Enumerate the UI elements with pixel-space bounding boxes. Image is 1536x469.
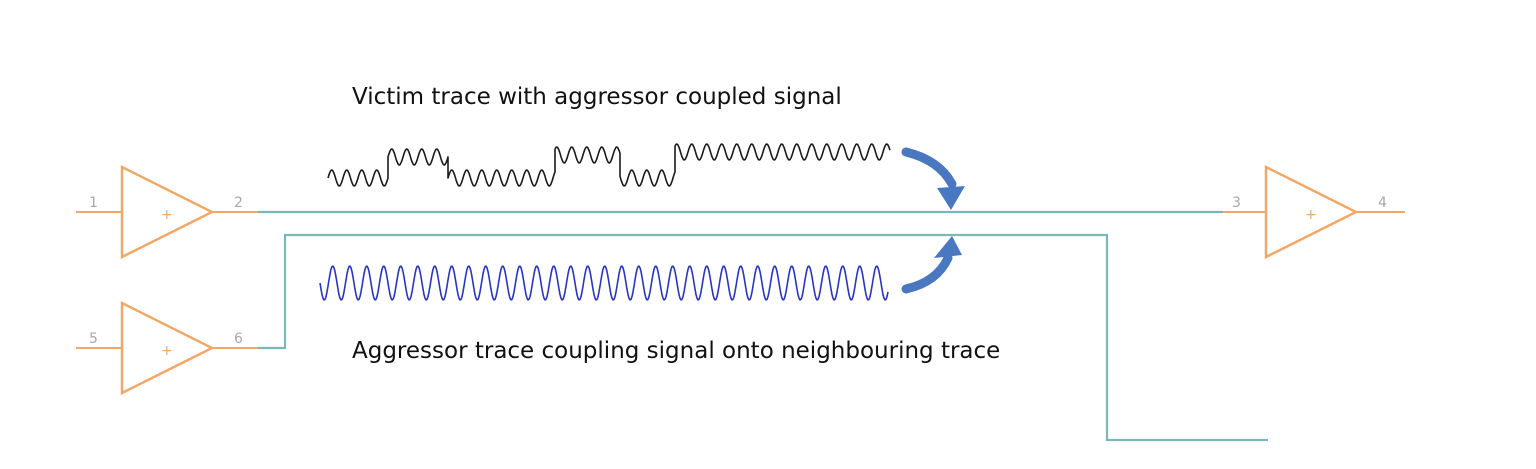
victim-waveform (327, 143, 891, 187)
amplifier-2-pin-in: 5 (89, 331, 98, 347)
amplifier-2-triangle (120, 300, 215, 396)
victim-caption: Victim trace with aggressor coupled sign… (352, 84, 842, 110)
amplifier-3-plus-symbol: + (1305, 207, 1317, 223)
amplifier-3-triangle (1264, 164, 1359, 260)
amplifier-1-pin-out: 2 (234, 195, 243, 211)
amplifier-1: + 1 2 (76, 164, 258, 260)
amplifier-2: + 5 6 (76, 300, 258, 396)
aggressor-trace (258, 233, 1268, 442)
amplifier-3-pin-in: 3 (1232, 195, 1241, 211)
amplifier-3: + 3 4 (1223, 164, 1405, 260)
amplifier-1-pin-in: 1 (89, 195, 98, 211)
amplifier-3-pin-out: 4 (1378, 195, 1387, 211)
coupling-arrow-up-icon (901, 236, 962, 294)
aggressor-waveform (319, 265, 889, 301)
amplifier-1-triangle (120, 164, 215, 260)
amplifier-1-plus-symbol: + (161, 207, 173, 223)
coupling-arrow-down-icon (901, 147, 965, 210)
amplifier-2-pin-out: 6 (234, 331, 243, 347)
amplifier-2-plus-symbol: + (161, 343, 173, 359)
aggressor-caption: Aggressor trace coupling signal onto nei… (352, 338, 1000, 364)
